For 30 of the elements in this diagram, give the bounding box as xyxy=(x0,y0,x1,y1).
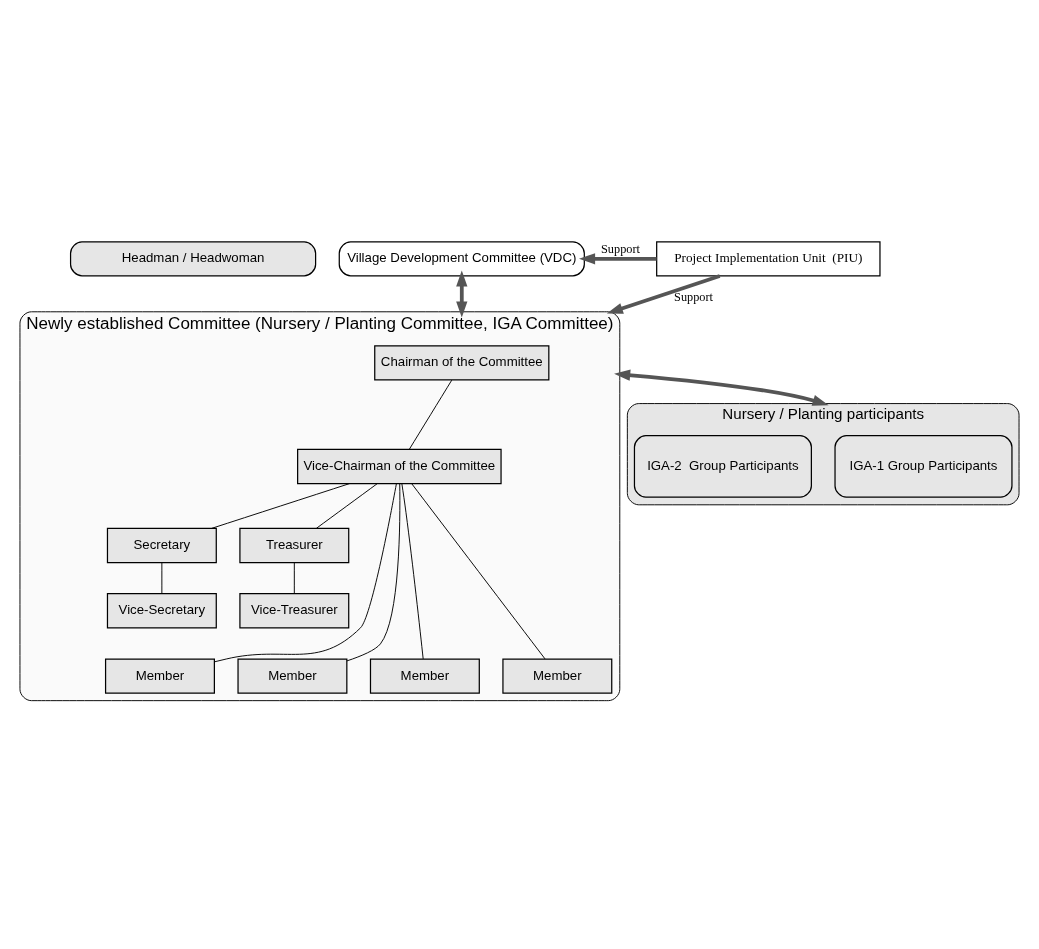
connector xyxy=(161,561,163,594)
edge-label: Support xyxy=(601,241,640,256)
node-box: Treasurer xyxy=(239,527,350,563)
node-box: Headman / Headwoman xyxy=(69,240,317,276)
node-box: Secretary xyxy=(106,527,217,563)
node-box: Chairman of the Committee xyxy=(374,344,550,381)
node-box: Village Development Committee (VDC) xyxy=(338,240,585,276)
node-box: Project Implementation Unit (PIU) xyxy=(656,240,881,276)
node-box: Vice-Secretary xyxy=(106,592,217,628)
node-box: Member xyxy=(237,657,348,694)
connector xyxy=(408,379,453,450)
arrow xyxy=(606,273,721,314)
node-box: Member xyxy=(104,657,215,694)
arrow xyxy=(579,252,657,264)
node-box: Vice-Chairman of the Committee xyxy=(297,448,502,484)
connector xyxy=(214,482,397,662)
node-box: Member xyxy=(369,657,480,694)
node-box: Vice-Treasurer xyxy=(239,592,350,628)
arrow xyxy=(456,269,468,318)
connector xyxy=(346,482,401,661)
connector xyxy=(211,482,351,529)
node-box: IGA-2 Group Participants xyxy=(633,434,812,498)
node-box: IGA-1 Group Participants xyxy=(834,434,1013,498)
edge-label: Support xyxy=(674,289,714,304)
connector xyxy=(401,482,424,659)
node-box: Member xyxy=(502,657,613,694)
connector xyxy=(411,482,546,659)
arrow xyxy=(614,369,829,406)
connector xyxy=(315,482,378,529)
connector xyxy=(293,561,295,594)
